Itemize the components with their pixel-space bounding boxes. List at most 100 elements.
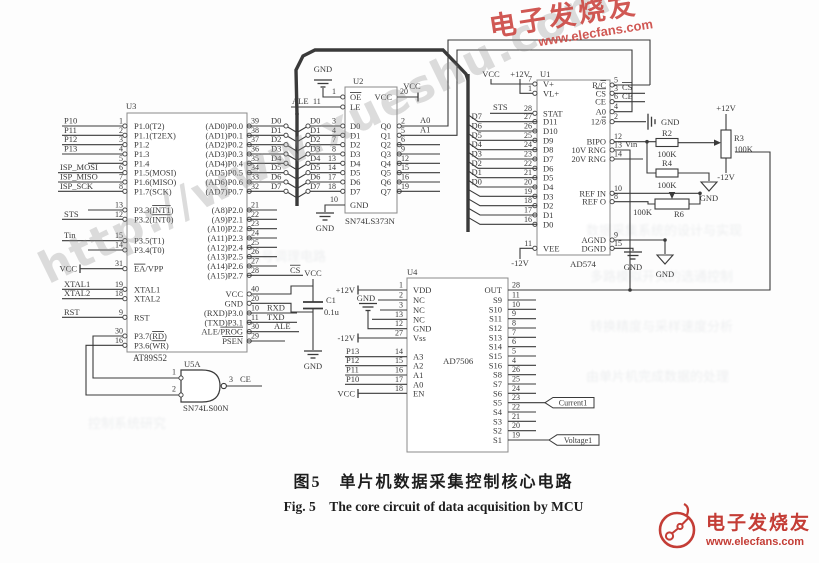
pin-label: D0 [543,219,553,229]
net-label: P10 [64,116,77,126]
pin-circle [122,151,128,157]
pin-circle [609,156,615,162]
net-label: D3 [271,144,281,154]
pin-number: 6 [119,163,123,172]
pin-number: 10 [512,300,520,309]
pin-number: 13 [395,310,403,319]
pin-number: 20 [251,294,259,303]
resistor-body [654,198,690,210]
net-label: VCC [338,388,356,398]
pin-number: 10 [614,184,622,193]
pin-label: REF O [582,197,606,207]
pin-label: Q4 [381,158,392,168]
caption-zh: 图5 单片机数据采集控制核心电路 [293,474,574,491]
nand-gate-body [180,369,221,403]
pin-label: Q0 [381,121,391,131]
pin-number: 19 [524,187,532,196]
pin-number: 20 [524,178,532,187]
pin-number: 28 [524,104,532,113]
wire [508,151,771,291]
pin-number: 10 [251,304,259,313]
pin-number: 22 [524,159,532,168]
wire [467,160,537,169]
net-label: D0 [472,177,482,187]
pin-number: 25 [524,131,532,140]
pin-circle [246,291,252,297]
pin-circle [283,123,289,129]
net-label: Tin [64,230,76,240]
pin-number: 12 [395,319,403,328]
pin-label: D1 [543,210,553,220]
pin-circle [305,142,311,148]
net-label: D7 [271,181,281,191]
net-label: CS [290,265,301,275]
pin-number: 8 [332,145,336,154]
pin-circle [340,170,346,176]
pin-number: 40 [251,285,259,294]
net-label: GND [314,64,332,74]
pin-number: 4 [512,356,516,365]
c1-ref: C1 [326,295,336,305]
pin-number: 8 [119,182,123,191]
pin-label: S1 [493,435,502,445]
net-label: -12V [511,258,529,268]
net-label: D4 [310,153,321,163]
pin-number: 31 [115,259,123,268]
net-label: VCC [482,69,500,79]
resistor-body [655,168,679,178]
flag-voltage [548,434,600,446]
pin-circle [283,170,289,176]
net-label: ALE [292,96,309,106]
wire [678,172,710,181]
pin-label: D10 [543,126,558,136]
pin-label: A1 [413,370,423,380]
pin-label: VDD [413,285,431,295]
pin-label: (A12)P2.4 [207,242,243,252]
pin-circle [609,139,615,145]
pin-label: D11 [543,117,557,127]
pin-circle [122,314,128,320]
net-label: -12V [717,172,735,182]
pin-label: P3.4(T0) [134,245,165,255]
wire [467,188,537,197]
flag-voltage-label: Voltage1 [564,436,592,445]
net-label: -12V [338,333,356,343]
pin-number: 9 [614,231,618,240]
pin-circle [122,296,128,302]
pin-label: D6 [543,163,553,173]
pin-label: P3.3(INT1) [134,205,174,215]
pin-circle [178,375,184,381]
net-label: VCC [403,81,421,91]
pin-circle [305,188,311,194]
arrow [668,192,676,199]
pin-number: 8 [512,319,516,328]
pin-circle [122,238,128,244]
pin-number: 32 [251,182,259,191]
pin-label: S10 [489,304,502,314]
pin-label: S16 [489,360,502,370]
net-label: ISP_MOSI [60,162,98,172]
pin-number: 5 [512,347,516,356]
pin-number: 5 [119,154,123,163]
pin-number: 25 [512,375,520,384]
pin-circle [122,188,128,194]
net-label: D6 [310,172,320,182]
net-label: STS [493,102,508,112]
pin-number: 23 [251,219,259,228]
pin-label: D5 [350,168,360,178]
net-label: ISP_SCK [60,181,94,191]
junction-dot [645,139,649,144]
part-u3: AT89S52 [133,353,167,363]
pin-circle [305,160,311,166]
net-label: P13 [346,346,359,356]
pin-label: D3 [350,149,360,159]
pin-number: 21 [524,168,532,177]
ic-body-u1 [536,79,611,256]
pin-circle [283,142,289,148]
pin-label: ALE/PROG [201,327,243,337]
pin-label: S8 [493,370,502,380]
pin-label: S14 [489,342,503,352]
pin-circle [283,160,289,166]
net-label: ALE [274,321,291,331]
